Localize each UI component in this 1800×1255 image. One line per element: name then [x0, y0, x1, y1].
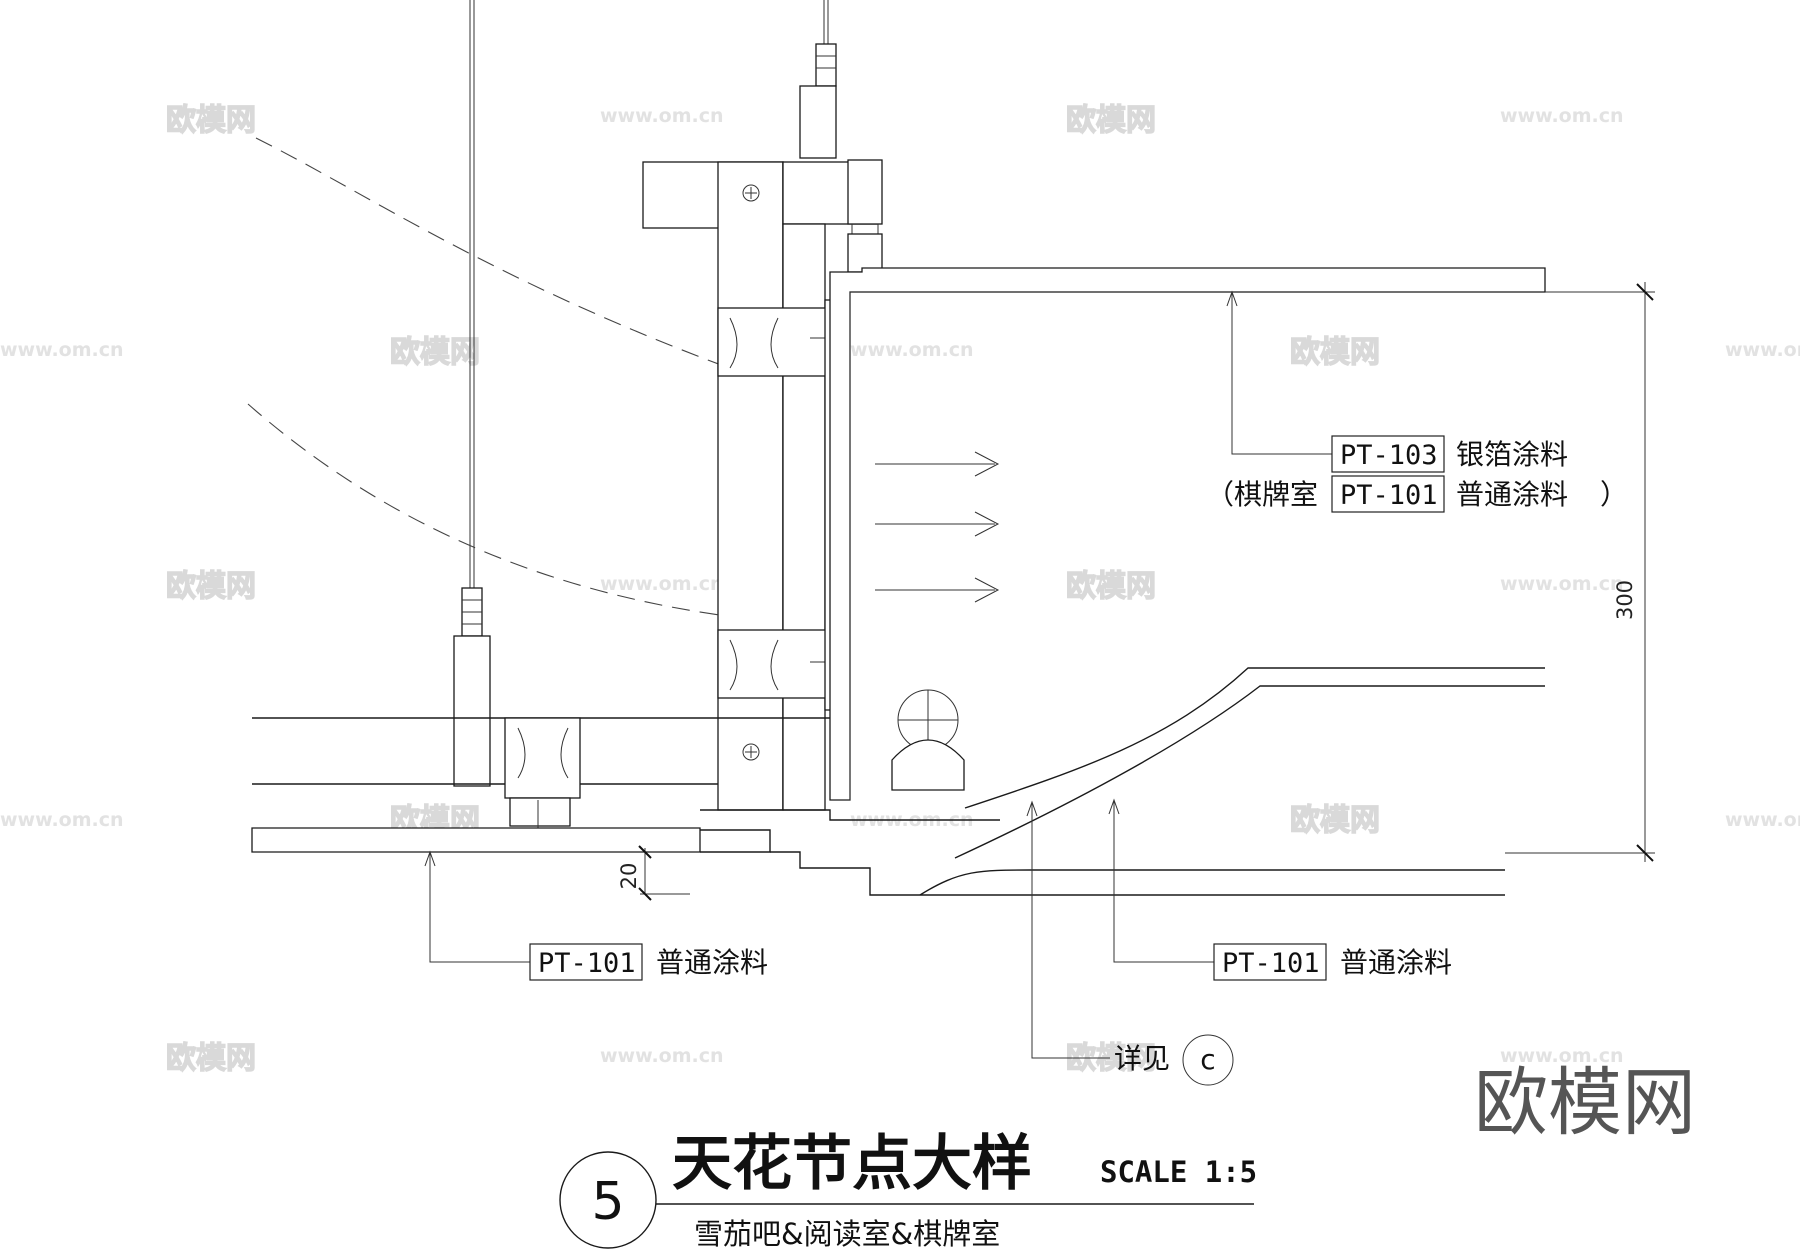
- watermark-brand: 欧模网: [390, 335, 480, 370]
- watermark-brand: 欧模网: [166, 1041, 256, 1076]
- hanger-rods: [453, 0, 837, 787]
- drawing-title: 天花节点大样: [672, 1129, 1032, 1199]
- watermark-brand: 欧模网: [166, 569, 256, 604]
- watermark-brand: 欧模网: [1066, 569, 1156, 604]
- material-name: 普通涂料: [656, 946, 768, 979]
- material-code: PT-103: [1340, 440, 1438, 471]
- watermark-url: www.om.cn: [600, 105, 724, 127]
- title-block: 5 天花节点大样 SCALE 1:5 雪茄吧&阅读室&棋牌室: [559, 1129, 1257, 1251]
- light-beam-curves: [247, 137, 821, 626]
- brand-watermark: 欧模网: [1474, 1060, 1696, 1146]
- watermark-url: www.om.cn: [600, 573, 724, 595]
- material-code: PT-101: [1340, 480, 1438, 511]
- dimension-300: 300: [1505, 282, 1655, 862]
- watermark-url: www.om.cn: [850, 339, 974, 361]
- room-note-close: ）: [1600, 478, 1628, 511]
- drawing-scale: SCALE 1:5: [1100, 1155, 1257, 1189]
- callout-pt101-left: PT-101 普通涂料: [529, 943, 768, 981]
- detail-ref-symbol: c: [1200, 1043, 1215, 1076]
- detail-ref-label: 详见: [1114, 1042, 1170, 1075]
- watermark-url: www.om.cn: [1500, 573, 1624, 595]
- dimension-20: 20: [617, 845, 690, 901]
- drawing-number: 5: [591, 1172, 624, 1232]
- material-code: PT-101: [1222, 948, 1320, 979]
- lower-ceiling: [251, 717, 1000, 896]
- watermark-brand: 欧模网: [1290, 335, 1380, 370]
- detail-reference: 详见 c: [1114, 1034, 1234, 1086]
- material-code: PT-101: [538, 948, 636, 979]
- callout-pt101-alt: （棋牌室 PT-101 普通涂料 ）: [1206, 475, 1628, 513]
- watermark-brand: 欧模网: [1066, 103, 1156, 138]
- watermark-url: www.om.cn: [1500, 105, 1624, 127]
- watermark-url: www.om.cn: [600, 1045, 724, 1067]
- curved-soffit: [910, 667, 1545, 896]
- light-fixture: [891, 689, 965, 791]
- watermark-url: www.om.cn: [1725, 809, 1800, 831]
- dimension-height-label: 300: [1613, 580, 1637, 620]
- watermark-url: www.om.cn: [1725, 339, 1800, 361]
- vertical-frame: [642, 159, 883, 811]
- watermark-layer: 欧模网 www.om.cn 欧模网 www.om.cn www.om.cn 欧模…: [0, 102, 1800, 1076]
- dimension-offset-label: 20: [617, 863, 641, 890]
- watermark-url: www.om.cn: [1500, 1045, 1624, 1067]
- material-name: 普通涂料: [1340, 946, 1452, 979]
- watermark-url: www.om.cn: [0, 809, 124, 831]
- room-note-open: （棋牌室: [1206, 478, 1318, 511]
- drawing-subtitle: 雪茄吧&阅读室&棋牌室: [694, 1217, 1000, 1251]
- callout-pt101-right: PT-101 普通涂料: [1213, 943, 1452, 981]
- callout-pt103: PT-103 银箔涂料: [1331, 435, 1568, 473]
- leader-lines: [424, 290, 1332, 1059]
- watermark-brand: 欧模网: [166, 103, 256, 138]
- material-name: 普通涂料: [1456, 478, 1568, 511]
- airflow-arrows: [875, 451, 1000, 603]
- watermark-url: www.om.cn: [0, 339, 124, 361]
- watermark-brand: 欧模网: [1290, 803, 1380, 838]
- material-name: 银箔涂料: [1456, 438, 1568, 471]
